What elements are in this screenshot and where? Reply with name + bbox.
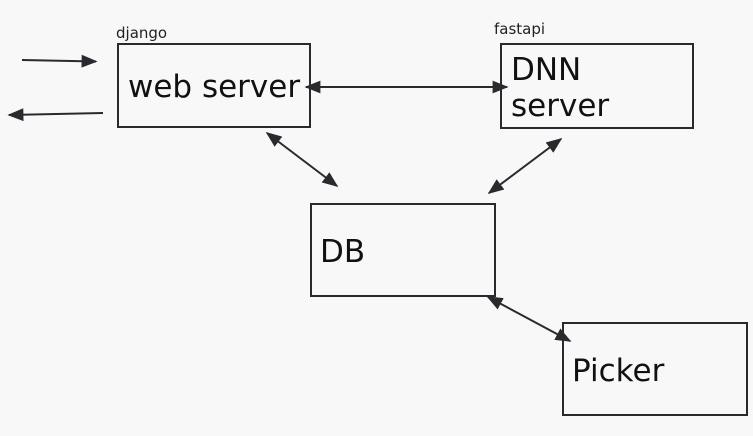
db-picker-connector <box>486 296 572 342</box>
web-db-connector <box>265 132 339 187</box>
web-server-label: web server <box>128 69 301 105</box>
picker-label: Picker <box>572 353 665 389</box>
db-box <box>310 203 496 297</box>
dnn-server-label: DNN server <box>511 52 610 124</box>
picker-box <box>562 322 748 416</box>
dnn-db-connector <box>487 138 563 194</box>
fastapi-tag: fastapi <box>494 20 546 38</box>
django-tag: django <box>116 24 168 42</box>
outgoing-response-arrow <box>7 108 104 122</box>
db-label: DB <box>320 234 366 270</box>
incoming-request-arrow <box>21 54 98 68</box>
